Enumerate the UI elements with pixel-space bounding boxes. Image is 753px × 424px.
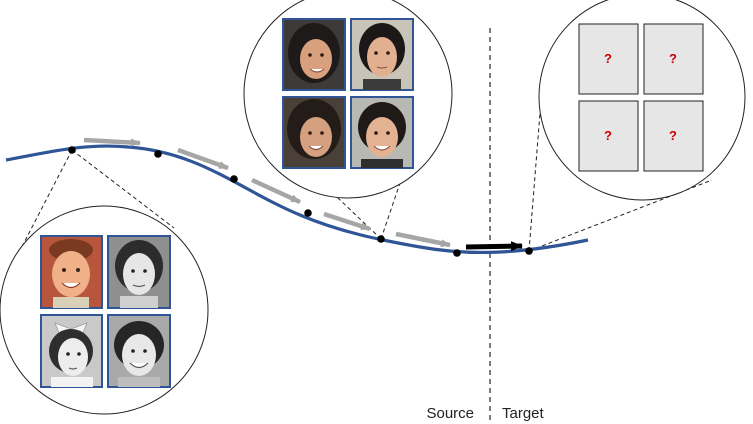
child-face-photo-icon (107, 235, 171, 309)
unknown-face-mark: ? (604, 128, 612, 143)
trajectory-node (453, 249, 461, 257)
trajectory-node (154, 150, 162, 158)
zoom-circle-target: ? ? ? ? (538, 0, 746, 201)
adult-face-photo-icon (282, 96, 346, 169)
unknown-face-placeholder-icon: ? (643, 23, 704, 95)
progression-arrow (395, 231, 451, 248)
unknown-face-mark: ? (669, 51, 677, 66)
trajectory-node (377, 235, 385, 243)
zoom-circle-adulthood (243, 0, 453, 199)
zoom-circle-childhood (0, 205, 209, 415)
child-face-photo-icon (40, 314, 103, 388)
unknown-face-placeholder-icon: ? (578, 100, 639, 172)
trajectory-node (525, 247, 533, 255)
unknown-face-placeholder-icon: ? (643, 100, 704, 172)
unknown-face-mark: ? (604, 51, 612, 66)
trajectory-node (68, 146, 76, 154)
child-face-photo-icon (40, 235, 103, 309)
unknown-face-placeholder-icon: ? (578, 23, 639, 95)
source-label: Source (426, 405, 474, 422)
progression-arrow (83, 137, 141, 147)
trajectory-nodes (68, 146, 533, 257)
progression-arrows (83, 137, 451, 248)
progression-arrow (323, 211, 371, 232)
trajectory-node (304, 209, 312, 217)
child-face-photo-icon (107, 314, 171, 388)
adult-face-photo-icon (350, 18, 414, 91)
progression-arrow (251, 177, 301, 205)
adult-face-photo-icon (282, 18, 346, 91)
target-label: Target (502, 405, 545, 422)
progression-arrow (177, 147, 229, 171)
unknown-face-mark: ? (669, 128, 677, 143)
aging-trajectory-curve (5, 144, 589, 255)
transfer-arrow (465, 241, 523, 252)
adult-face-photo-icon (350, 96, 414, 169)
trajectory-node (230, 175, 238, 183)
